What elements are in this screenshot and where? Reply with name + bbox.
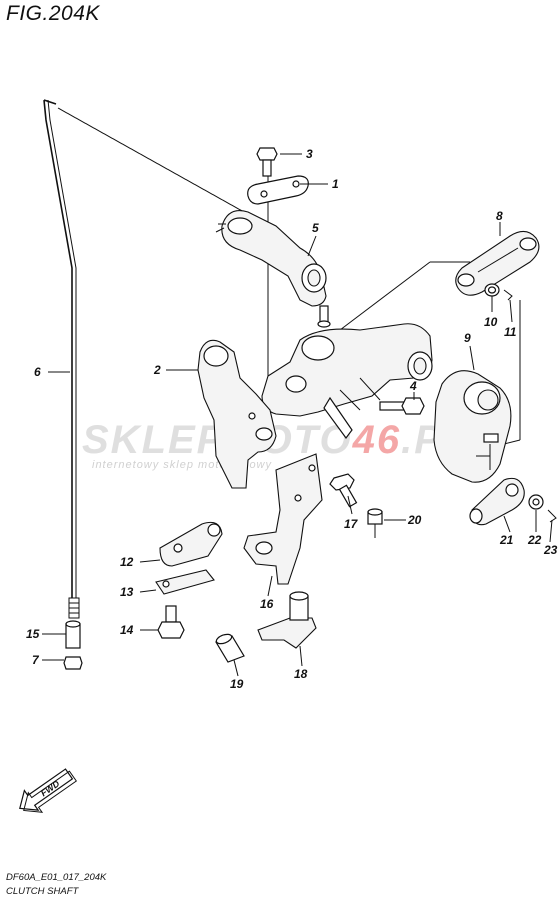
- callout-6: 6: [34, 365, 41, 379]
- bracket-part-18: [257, 591, 317, 649]
- bolt-part-3: [256, 147, 278, 177]
- callout-16: 16: [260, 597, 274, 611]
- bolt-part-17: [329, 473, 358, 508]
- callout-8: 8: [496, 209, 503, 223]
- callout-1: 1: [332, 177, 339, 191]
- callout-21: 21: [499, 533, 514, 547]
- fwd-arrow: FWD: [19, 768, 78, 813]
- callout-5: 5: [312, 221, 319, 235]
- joint-part-21: [469, 477, 525, 526]
- link-part-8: [455, 230, 540, 296]
- bracket-part-12: [159, 521, 223, 567]
- washer-part-10: [484, 283, 500, 297]
- callout-labels: 3 1 5 6 2 4 8 9 10 11 12 13 14 15 7 16 1…: [26, 147, 558, 691]
- plate-part-1: [247, 175, 309, 205]
- lever-part-5: [215, 210, 331, 328]
- callout-18: 18: [294, 667, 308, 681]
- diagram-code: DF60A_E01_017_204K: [6, 872, 107, 883]
- callout-9: 9: [464, 331, 471, 345]
- callout-2: 2: [153, 363, 161, 377]
- callout-12: 12: [120, 555, 134, 569]
- bolt-part-14: [157, 605, 185, 639]
- bolt-part-20: [367, 508, 383, 525]
- callout-20: 20: [407, 513, 422, 527]
- pin-part-11: [503, 289, 513, 301]
- callout-19: 19: [230, 677, 244, 691]
- callout-13: 13: [120, 585, 134, 599]
- bracket-part-2: [197, 339, 277, 489]
- callout-22: 22: [527, 533, 542, 547]
- leader-lines: [42, 153, 553, 677]
- callout-15: 15: [26, 627, 40, 641]
- callout-10: 10: [484, 315, 498, 329]
- nut-part-7: [63, 656, 83, 670]
- plate-part-13: [155, 569, 215, 595]
- sleeve-part-19: [215, 633, 245, 663]
- callout-3: 3: [306, 147, 313, 161]
- watermark-brand-red: 46: [352, 418, 402, 462]
- callout-14: 14: [120, 623, 134, 637]
- washer-part-22: [528, 494, 544, 510]
- diagram-name: CLUTCH SHAFT: [6, 886, 79, 897]
- figure-title: FIG.204K: [6, 2, 100, 25]
- bolt-part-4: [379, 397, 425, 415]
- callout-7: 7: [32, 653, 40, 667]
- watermark-brand-left: SKLEP: [82, 418, 226, 462]
- clutch-rod: [43, 99, 83, 670]
- callout-17: 17: [344, 517, 359, 531]
- callout-23: 23: [543, 543, 558, 557]
- main-bracket: [261, 323, 433, 440]
- cover-part-9: [433, 370, 512, 483]
- callout-11: 11: [504, 325, 517, 339]
- bracket-part-16: [243, 453, 323, 585]
- callout-4: 4: [409, 379, 417, 393]
